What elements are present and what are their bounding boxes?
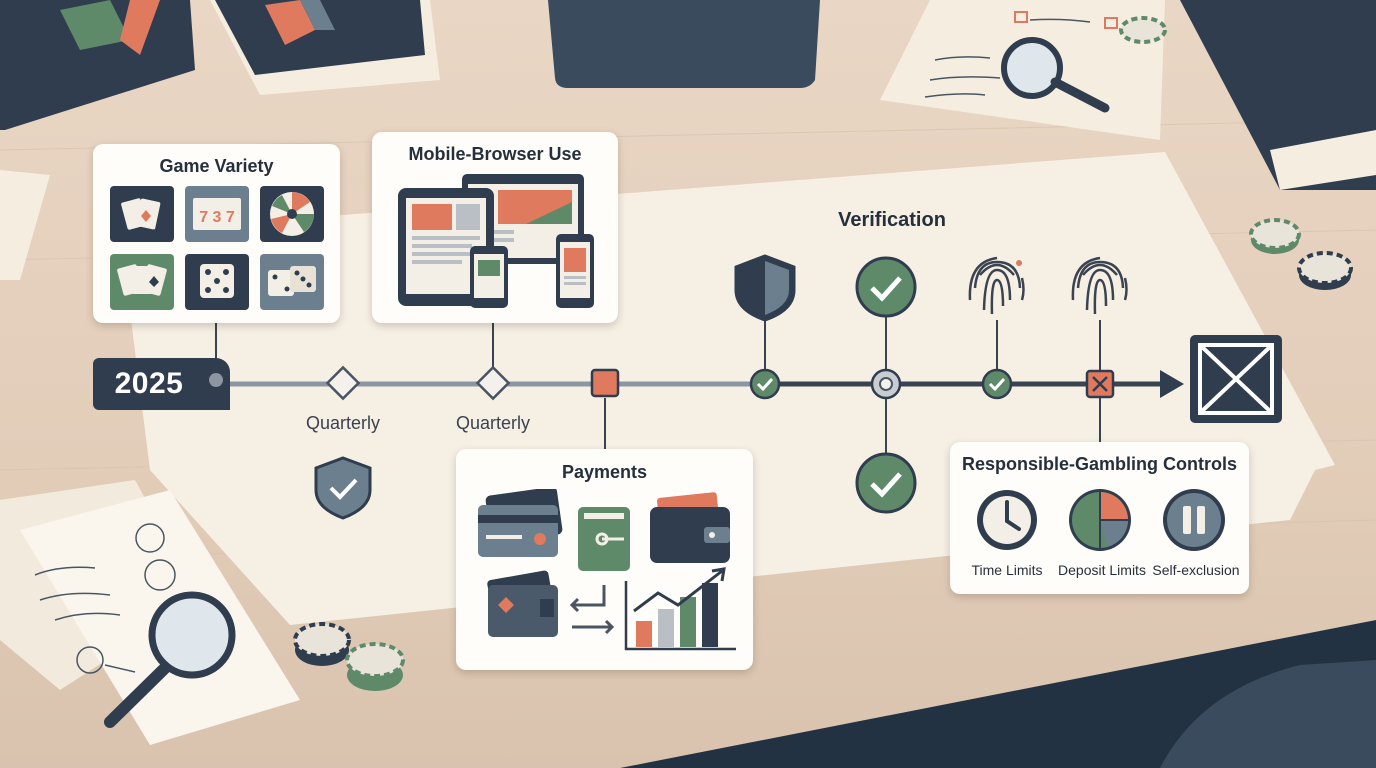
x-icon xyxy=(1092,376,1108,392)
square-marker xyxy=(590,368,620,398)
monitor-stand xyxy=(548,0,820,88)
game-variety-card: Game Variety 7 3 7 xyxy=(93,144,340,323)
phone-icon xyxy=(470,246,508,308)
deposit-limits-label: Deposit Limits xyxy=(1058,562,1146,578)
card-hand-icon xyxy=(110,254,174,310)
mobile-browser-title: Mobile-Browser Use xyxy=(408,144,582,164)
milestone-label-quarterly-2: Quarterly xyxy=(455,413,531,433)
payments-title: Payments xyxy=(561,462,648,482)
phone-icon xyxy=(556,234,594,308)
self-exclusion-label: Self-exclusion xyxy=(1152,562,1240,578)
mobile-browser-card: Mobile-Browser Use xyxy=(372,132,618,323)
roulette-wheel-icon xyxy=(260,186,324,242)
time-limits-label: Time Limits xyxy=(971,562,1043,578)
single-die-icon xyxy=(185,254,249,310)
payments-card: Payments xyxy=(456,449,753,670)
card-icon xyxy=(487,570,558,637)
milestone-verification-2 xyxy=(870,368,902,400)
poker-chips-bottom-left xyxy=(293,622,405,691)
chair-shape xyxy=(1160,660,1376,768)
payment-icons xyxy=(478,489,736,651)
fingerprint-icon xyxy=(968,256,1025,315)
milestone-payments xyxy=(590,368,620,398)
responsible-gambling-title: Responsible-Gambling Controls xyxy=(961,454,1238,474)
book-top-center xyxy=(215,0,425,75)
x-box-icon xyxy=(1190,335,1282,423)
milestone-responsible-gambling xyxy=(1085,369,1115,399)
responsible-gambling-card: Responsible-Gambling Controls Time Limit… xyxy=(950,442,1249,594)
milestone-quarterly-2 xyxy=(475,365,511,401)
diamond-marker xyxy=(475,365,511,401)
checkmark-circle-icon xyxy=(855,452,917,514)
slot-machine-icon: 7 3 7 xyxy=(185,186,249,242)
poker-chips-right xyxy=(1119,16,1353,290)
dice-pair-icon xyxy=(260,254,324,310)
playing-cards-icon xyxy=(110,186,174,242)
circle-marker xyxy=(879,377,893,391)
wallet-icon xyxy=(650,492,730,563)
milestone-quarterly-1 xyxy=(325,365,361,401)
fingerprint-icon xyxy=(1071,256,1128,315)
shield-icon xyxy=(314,456,372,520)
growth-chart-icon xyxy=(624,567,736,651)
device-icons xyxy=(398,174,594,308)
pie-chart-icon xyxy=(1069,489,1131,551)
game-variety-title: Game Variety xyxy=(159,156,274,176)
shield-icon xyxy=(734,254,796,322)
year-badge: 2025 xyxy=(93,358,205,410)
check-icon xyxy=(756,377,774,392)
check-icon xyxy=(988,377,1006,392)
verification-title: Verification xyxy=(838,209,946,231)
milestone-verification-1 xyxy=(749,368,781,400)
credit-card-icon xyxy=(478,489,563,557)
milestone-label-quarterly-1: Quarterly xyxy=(305,413,381,433)
transfer-arrows-icon xyxy=(569,585,615,635)
svg-text:7 3 7: 7 3 7 xyxy=(199,209,235,226)
timeline-arrowhead xyxy=(1160,370,1184,398)
milestone-verification-3 xyxy=(981,368,1013,400)
game-variety-icons: 7 3 7 xyxy=(110,186,324,310)
magnifier-top xyxy=(1001,37,1063,99)
e-wallet-card-icon xyxy=(578,507,630,571)
magnifier-bottom xyxy=(148,591,236,679)
clock-icon xyxy=(977,490,1037,550)
pause-icon xyxy=(1163,489,1225,551)
start-pin xyxy=(209,373,223,387)
diamond-marker xyxy=(325,365,361,401)
checkmark-circle-icon xyxy=(855,256,917,318)
